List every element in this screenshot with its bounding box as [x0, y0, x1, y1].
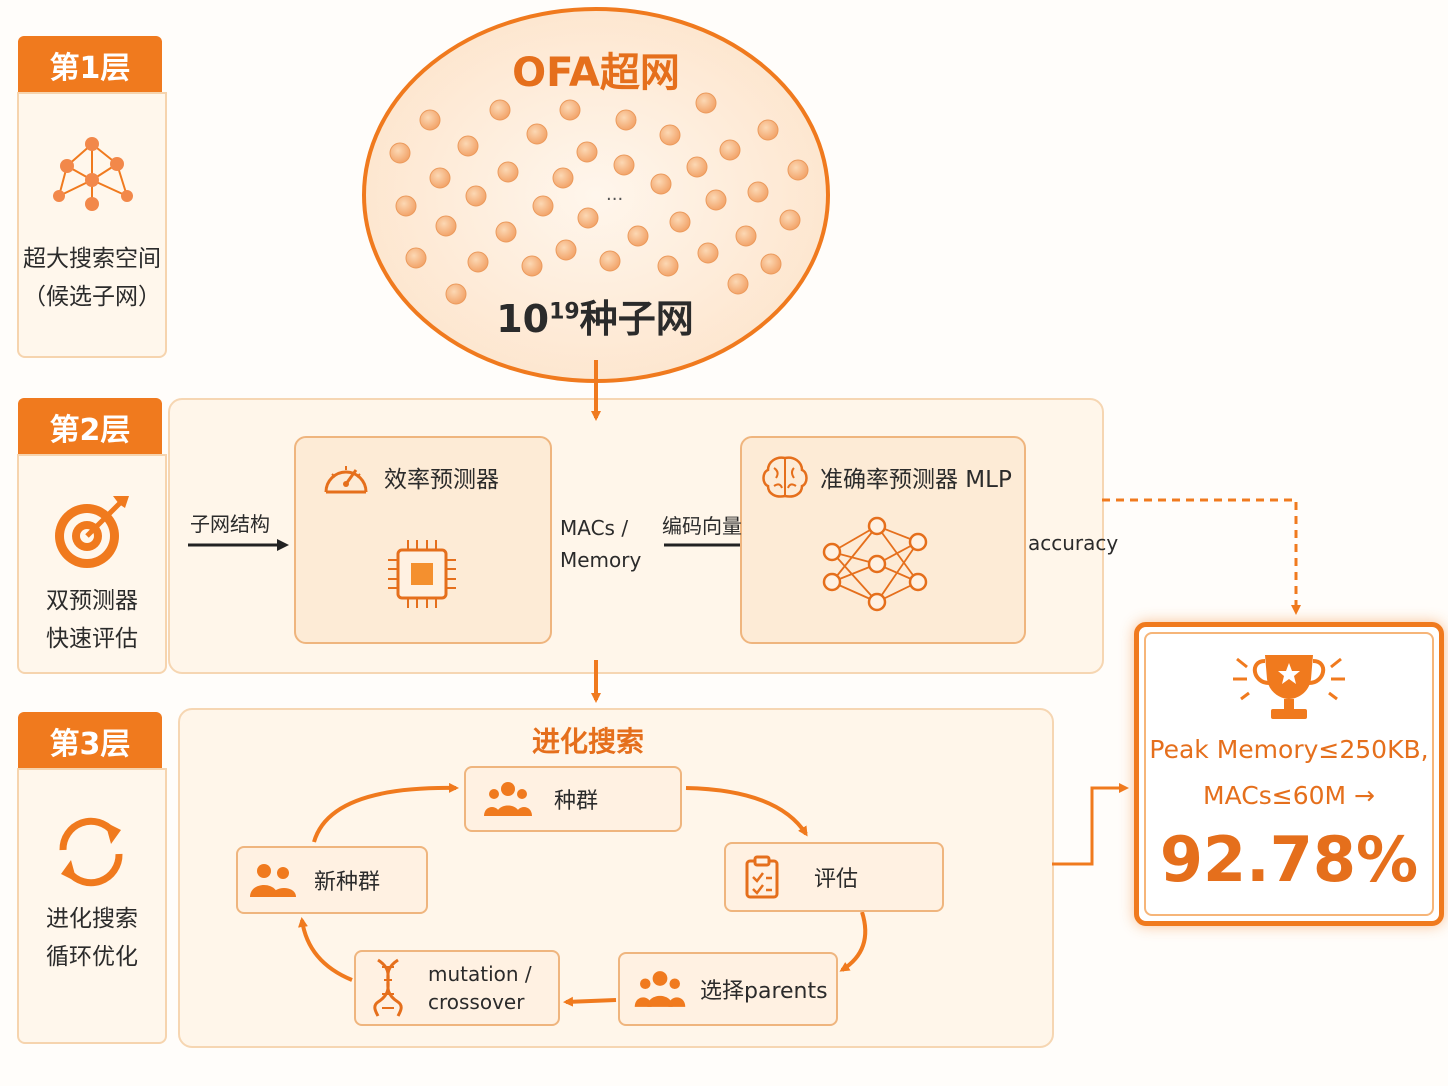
layer-3-tag: 第3层 — [18, 712, 162, 770]
supernet-nodes — [389, 92, 809, 305]
select-parents-box: 选择parents — [618, 952, 838, 1026]
layer-3-card: 进化搜索 循环优化 — [17, 768, 167, 1044]
layer-2-tag: 第2层 — [18, 398, 162, 456]
layer-1-desc-line2: （候选子网） — [23, 284, 161, 310]
layer-3-desc-line2: 循环优化 — [46, 944, 138, 970]
layer-3-desc-line1: 进化搜索 — [46, 906, 138, 932]
supernet-count: 1019种子网 — [430, 288, 760, 343]
supernet-title: OFA超网 — [512, 50, 680, 96]
new-population-box: 新种群 — [236, 846, 428, 914]
clipboard-icon — [745, 855, 779, 899]
brain-icon — [762, 456, 808, 498]
evolution-title: 进化搜索 — [532, 725, 645, 758]
macs-memory-label-line2: Memory — [560, 548, 642, 572]
target-icon — [55, 496, 129, 568]
users-icon — [250, 864, 296, 897]
select-parents-label: 选择parents — [700, 979, 828, 1004]
population-box: 种群 — [464, 766, 682, 832]
group-icon — [634, 971, 686, 1007]
result-line2: MACs≤60M → — [1203, 781, 1375, 810]
supernet-count-suffix: 种子网 — [579, 297, 694, 341]
layer-2-desc-line2: 快速评估 — [46, 626, 138, 652]
chip-icon — [388, 540, 456, 608]
gauge-icon — [324, 466, 368, 494]
result-box: Peak Memory≤250KB, MACs≤60M → 92.78% — [1134, 622, 1444, 926]
evaluate-box: 评估 — [724, 842, 944, 912]
accuracy-output-label: accuracy — [1028, 531, 1119, 555]
network-graph-icon — [53, 137, 133, 211]
result-accuracy: 92.78% — [1159, 823, 1419, 896]
result-inner-border — [1144, 632, 1434, 916]
supernet-count-base: 10 — [496, 297, 550, 341]
trophy-icon — [1233, 655, 1345, 719]
layer-1-card: 超大搜索空间 （候选子网） — [17, 92, 167, 358]
layer-2-desc-line1: 双预测器 — [46, 588, 138, 614]
dna-icon — [373, 958, 403, 1017]
mutation-label-line2: crossover — [428, 990, 525, 1014]
subnet-structure-label: 子网结构 — [190, 512, 270, 536]
neural-network-icon — [822, 516, 928, 612]
accuracy-predictor-title: 准确率预测器 MLP — [820, 467, 1012, 493]
accuracy-predictor-box — [740, 436, 1026, 644]
macs-memory-label-line1: MACs / — [560, 516, 629, 540]
result-line1: Peak Memory≤250KB, — [1149, 735, 1429, 764]
group-icon — [484, 782, 532, 816]
efficiency-predictor-box — [294, 436, 552, 644]
layer-1-tag: 第1层 — [18, 36, 162, 94]
refresh-cycle-icon — [59, 817, 123, 887]
evaluate-label: 评估 — [814, 867, 859, 892]
arrow-evolution-to-result — [1052, 783, 1129, 866]
population-label: 种群 — [554, 789, 599, 814]
mutation-crossover-box: mutation / crossover — [354, 950, 560, 1026]
supernet-count-exponent: 19 — [549, 299, 580, 325]
dashed-arrow-to-result — [1102, 498, 1301, 615]
supernet-ellipsis: ... — [606, 184, 624, 205]
efficiency-predictor-title: 效率预测器 — [384, 467, 499, 493]
new-population-label: 新种群 — [314, 870, 381, 895]
layer-2-card: 双预测器 快速评估 — [17, 454, 167, 674]
encoding-vector-label: 编码向量 — [662, 514, 742, 538]
layer-1-desc-line1: 超大搜索空间 — [23, 246, 161, 272]
mutation-label-line1: mutation / — [428, 962, 532, 986]
